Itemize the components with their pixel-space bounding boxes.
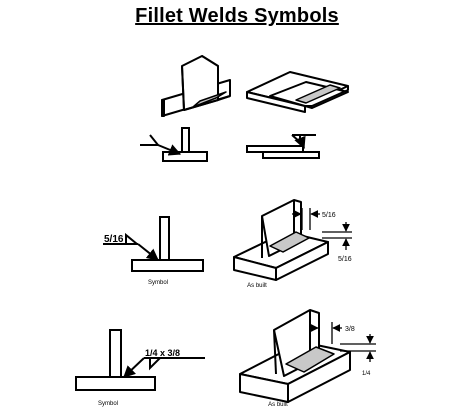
dim-label-5-16-top: 5/16: [322, 212, 336, 219]
dim-label-1-4-side: 1/4: [362, 371, 371, 377]
dim-label-5-16-side: 5/16: [338, 256, 352, 263]
caption-asbuilt-bottom: As built: [268, 402, 288, 408]
size-label-5-16-middle: 5/16: [104, 234, 124, 245]
caption-symbol-middle: Symbol: [148, 280, 168, 286]
t-joint-symbol-middle: [103, 216, 204, 272]
dim-label-3-8-top: 3/8: [345, 326, 355, 333]
t-joint-asbuilt-middle: [233, 199, 329, 281]
caption-asbuilt-middle: As built: [247, 283, 267, 289]
lap-joint-3d-top-right: [246, 71, 349, 113]
dimension-lines-middle: [292, 208, 352, 250]
page-title: Fillet Welds Symbols: [135, 5, 339, 27]
caption-symbol-bottom: Symbol: [98, 401, 118, 407]
t-joint-asbuilt-bottom: [239, 309, 351, 403]
size-label-1-4-x-3-8: 1/4 x 3/8: [145, 348, 180, 358]
t-joint-3d-top-left: [161, 55, 231, 117]
t-joint-symbol-bottom: [75, 329, 205, 391]
dimension-lines-bottom: [310, 322, 376, 362]
lap-joint-symbol-top-right: [246, 134, 320, 159]
t-joint-symbol-top-left: [140, 127, 208, 162]
